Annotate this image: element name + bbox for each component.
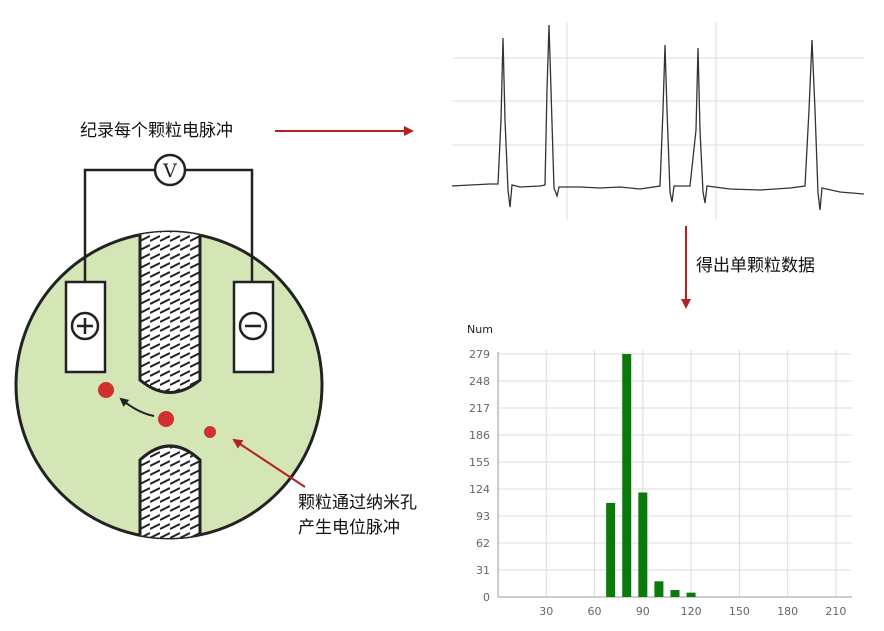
histogram-y-tick-label: 0 [483, 591, 490, 604]
histogram-y-ticks: 279 248 217 186 155 124 93 62 31 0 [469, 348, 490, 604]
wire-left [83, 168, 155, 282]
pore-upper-wall [138, 232, 202, 394]
voltmeter-icon: V [153, 153, 187, 187]
record-pulse-label: 纪录每个颗粒电脉冲 [80, 121, 233, 141]
nanopore-chamber: V [14, 153, 324, 540]
histogram-ylabel: Num [467, 323, 493, 336]
histogram-y-tick-label: 155 [469, 456, 490, 469]
histogram-x-tick-label: 210 [825, 605, 846, 618]
histogram-y-tick-label: 31 [476, 564, 490, 577]
pulse-trace-line [451, 24, 865, 211]
negative-electrode [232, 280, 275, 374]
histogram-chart: Num 279 248 217 186 155 124 93 62 31 0 30 60 90 120 1… [467, 323, 852, 618]
pulse-generation-label-line1: 颗粒通过纳米孔 [298, 493, 417, 513]
histogram-bar [686, 592, 696, 597]
positive-electrode [64, 280, 107, 374]
histogram-x-tick-label: 180 [777, 605, 798, 618]
wire-right [186, 168, 254, 282]
histogram-bars [606, 354, 696, 597]
histogram-y-tick-label: 217 [469, 402, 490, 415]
histogram-x-tick-label: 30 [539, 605, 553, 618]
svg-text:V: V [162, 160, 177, 182]
histogram-x-tick-label: 120 [681, 605, 702, 618]
histogram-y-tick-label: 186 [469, 429, 490, 442]
histogram-y-tick-label: 248 [469, 375, 490, 388]
histogram-x-tick-label: 150 [729, 605, 750, 618]
histogram-bar [606, 502, 616, 597]
particle-motion-arrow [119, 397, 155, 417]
histogram-y-tick-label: 93 [476, 510, 490, 523]
histogram-bar [622, 354, 632, 597]
histogram-bar [670, 590, 680, 597]
histogram-grid [498, 350, 852, 597]
histogram-y-tick-label: 62 [476, 537, 490, 550]
particle-2 [158, 411, 174, 427]
pulse-trace-panel [451, 22, 865, 220]
histogram-y-tick-label: 279 [469, 348, 490, 361]
histogram-y-tick-label: 124 [469, 483, 490, 496]
particle-3 [204, 426, 216, 438]
pulse-generation-label-line2: 产生电位脉冲 [298, 518, 400, 538]
histogram-x-tick-label: 90 [636, 605, 650, 618]
histogram-bar [638, 492, 648, 597]
arrow-to-particle [232, 438, 306, 488]
particle-1 [98, 382, 114, 398]
get-data-label: 得出单颗粒数据 [696, 256, 815, 276]
pore-lower-wall [138, 444, 202, 538]
histogram-x-tick-label: 60 [588, 605, 602, 618]
histogram-x-ticks: 30 60 90 120 150 180 210 [539, 605, 846, 618]
histogram-bar [654, 581, 664, 597]
